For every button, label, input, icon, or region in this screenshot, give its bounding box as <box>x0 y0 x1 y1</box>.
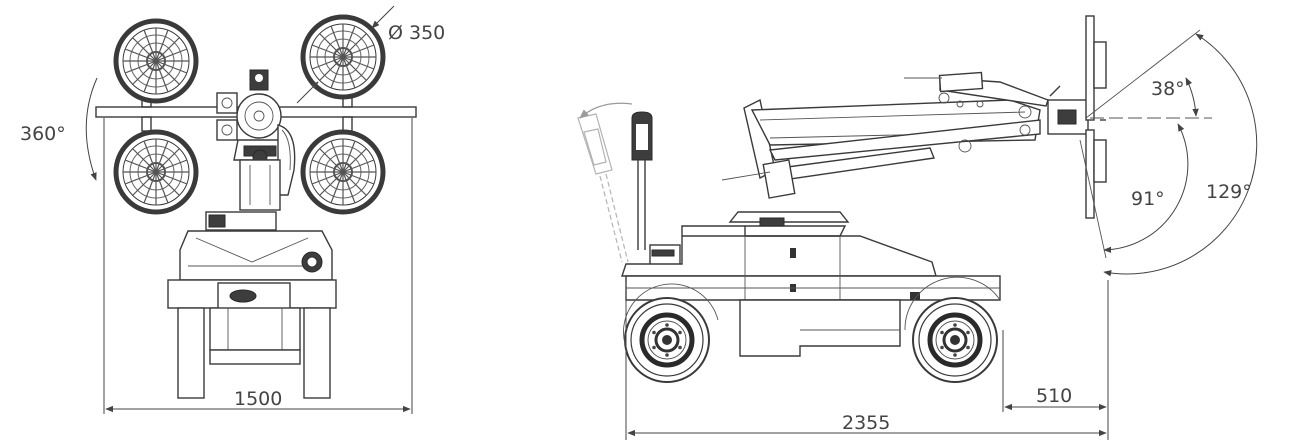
angle-arc-91 <box>1103 123 1189 254</box>
angle-arc-38 <box>1185 77 1199 117</box>
side-chassis <box>621 211 1001 357</box>
front-view: 360° Ø 350 1500 <box>20 5 445 414</box>
angle-mid-label: 91° <box>1131 188 1165 210</box>
boom-arm <box>721 71 1089 199</box>
front-wheel <box>913 298 997 382</box>
control-handle-ghost <box>577 113 629 263</box>
front-chassis <box>167 230 337 399</box>
suction-pad-bottom-left <box>116 132 196 212</box>
side-view: 38° 91° 129° 510 2355 <box>577 15 1258 440</box>
suction-pad-top-left <box>116 21 196 101</box>
suction-frame <box>1085 15 1107 219</box>
angle-small-label: 38° <box>1151 78 1185 100</box>
length-label: 2355 <box>842 412 890 434</box>
front-rotator-head <box>205 69 296 231</box>
rotation-arrow <box>85 77 98 181</box>
angle-arc-129 <box>1103 33 1258 277</box>
rotation-label: 360° <box>20 123 66 145</box>
suction-pad-bottom-right <box>303 132 383 212</box>
rear-fender <box>623 283 719 345</box>
pad-diameter-label: Ø 350 <box>388 22 445 44</box>
tilt-line-lower <box>1079 139 1107 259</box>
handle-tilt-arrow <box>579 102 633 119</box>
overhang-label: 510 <box>1036 385 1072 407</box>
front-fender <box>904 276 1001 331</box>
diameter-arrow-outer <box>371 5 395 29</box>
angle-large-label: 129° <box>1206 181 1252 203</box>
rear-wheel <box>625 298 709 382</box>
control-handle <box>631 111 653 250</box>
width-label: 1500 <box>234 388 282 410</box>
diameter-arrow-inner <box>296 81 319 104</box>
